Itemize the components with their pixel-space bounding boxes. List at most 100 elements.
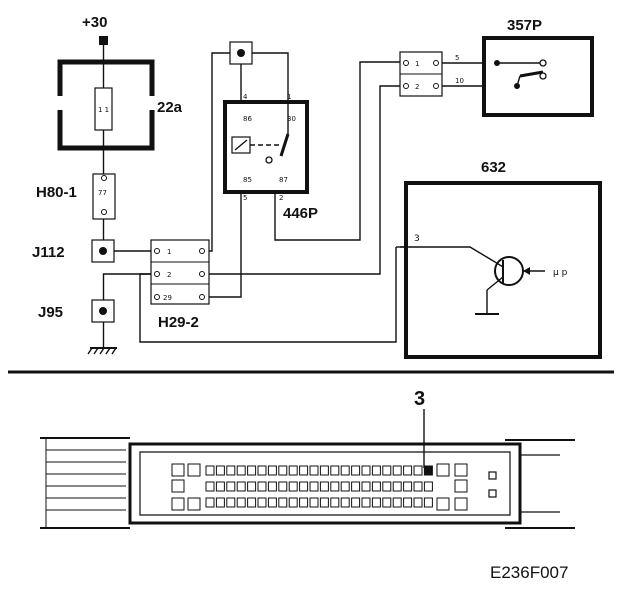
- figure-code: E236F007: [490, 563, 568, 582]
- svg-text:2: 2: [415, 83, 419, 91]
- connector-pin: [340, 465, 350, 476]
- ground-j95: J95: [38, 299, 117, 355]
- connector-pin: [361, 481, 371, 492]
- connector-pin: [403, 497, 413, 508]
- connector-pin: [454, 497, 468, 511]
- connector-pin: [171, 479, 185, 493]
- connector-pin: [371, 497, 381, 508]
- svg-text:87: 87: [279, 176, 288, 184]
- connector-pin: [413, 481, 423, 492]
- connector-pin: [382, 465, 392, 476]
- relay-446p: 86 30 85 87 4 1 5 2 446P: [223, 41, 318, 222]
- connector-pin: [423, 497, 433, 508]
- connector-pin: [454, 479, 468, 493]
- connector-pin: [436, 463, 450, 477]
- svg-text:5: 5: [243, 194, 247, 202]
- connector-pin: [171, 497, 185, 511]
- connector-pin: [278, 465, 288, 476]
- connector-pin: [267, 465, 277, 476]
- connector-357p: 1 2: [399, 51, 443, 97]
- connector-pin: [205, 465, 215, 476]
- connector-pin: [371, 481, 381, 492]
- connector-pin: [257, 481, 267, 492]
- connector-pin: [247, 497, 257, 508]
- connector-pin: [361, 465, 371, 476]
- connector-pin: [247, 465, 257, 476]
- fuse-box-22a: 1 1 22a: [56, 59, 183, 151]
- relay-label: 446P: [283, 205, 318, 222]
- connector-pin: [299, 497, 309, 508]
- connector-pin: [436, 497, 450, 511]
- connector-pin: [247, 481, 257, 492]
- connector-pin: [319, 481, 329, 492]
- connector-pin: [392, 481, 402, 492]
- connector-pin: [171, 463, 185, 477]
- connector-pin: [423, 481, 433, 492]
- connector-pin: [215, 481, 225, 492]
- svg-text:5: 5: [455, 54, 459, 62]
- supply-label: +30: [82, 14, 107, 31]
- switch-label: 357P: [507, 17, 542, 34]
- svg-text:86: 86: [243, 115, 252, 123]
- connector-pin: [236, 481, 246, 492]
- h80-label: H80-1: [36, 184, 77, 201]
- connector-pin: [340, 481, 350, 492]
- connector-pins: [171, 463, 468, 511]
- connector-pin: [226, 497, 236, 508]
- j112-label: J112: [32, 244, 65, 261]
- connector-pin: [257, 497, 267, 508]
- connector-pin: [236, 497, 246, 508]
- switch-357p: 357P: [482, 17, 594, 117]
- connector-pin: [215, 465, 225, 476]
- module-pin-3: 3: [414, 234, 420, 244]
- connector-pin: [361, 497, 371, 508]
- connector-pin: [319, 497, 329, 508]
- connector-pin: [278, 481, 288, 492]
- svg-text:85: 85: [243, 176, 252, 184]
- j95-label: J95: [38, 304, 63, 321]
- connector-pin: [319, 465, 329, 476]
- connector-h29-2: 1 2 29 H29-2: [150, 239, 210, 331]
- connector-pin: [330, 465, 340, 476]
- svg-text:2: 2: [279, 194, 283, 202]
- connector-pin: [187, 497, 201, 511]
- module-mu-label: μ p: [553, 268, 568, 278]
- connector-pin: [288, 497, 298, 508]
- connector-pin: [403, 465, 413, 476]
- connector-pin: [330, 497, 340, 508]
- connector-pin: [257, 465, 267, 476]
- connector-pin: [226, 481, 236, 492]
- connector-pin: [278, 497, 288, 508]
- connector-pin: [236, 465, 246, 476]
- connector-pin: [299, 465, 309, 476]
- svg-text:10: 10: [455, 77, 464, 85]
- connector-pin: [392, 497, 402, 508]
- connector-pin: [382, 497, 392, 508]
- connector-h80-1: 77 H80-1: [36, 173, 116, 220]
- connector-pin: [205, 481, 215, 492]
- connector-pin: [288, 465, 298, 476]
- h29-pin-2: 2: [167, 271, 171, 279]
- connector-pin: [288, 481, 298, 492]
- connector-pin: [351, 465, 361, 476]
- svg-text:4: 4: [243, 93, 248, 101]
- connector-pin: [392, 465, 402, 476]
- connector-pin: [205, 497, 215, 508]
- callout-label: 3: [414, 388, 425, 410]
- svg-text:1: 1: [287, 93, 291, 101]
- module-632: 632 3 μ p: [400, 159, 602, 359]
- connector-pin: [330, 481, 340, 492]
- connector-pin: [299, 481, 309, 492]
- connector-pin: [309, 481, 319, 492]
- h29-pin-29: 29: [163, 294, 172, 302]
- connector-pin: [309, 497, 319, 508]
- connector-pin: [226, 465, 236, 476]
- connector-pin: [267, 497, 277, 508]
- connector-pin: [413, 465, 423, 476]
- connector-pin: [309, 465, 319, 476]
- connector-pin: [351, 481, 361, 492]
- connector-pin: [371, 465, 381, 476]
- connector-pin: [454, 463, 468, 477]
- module-label: 632: [481, 159, 506, 176]
